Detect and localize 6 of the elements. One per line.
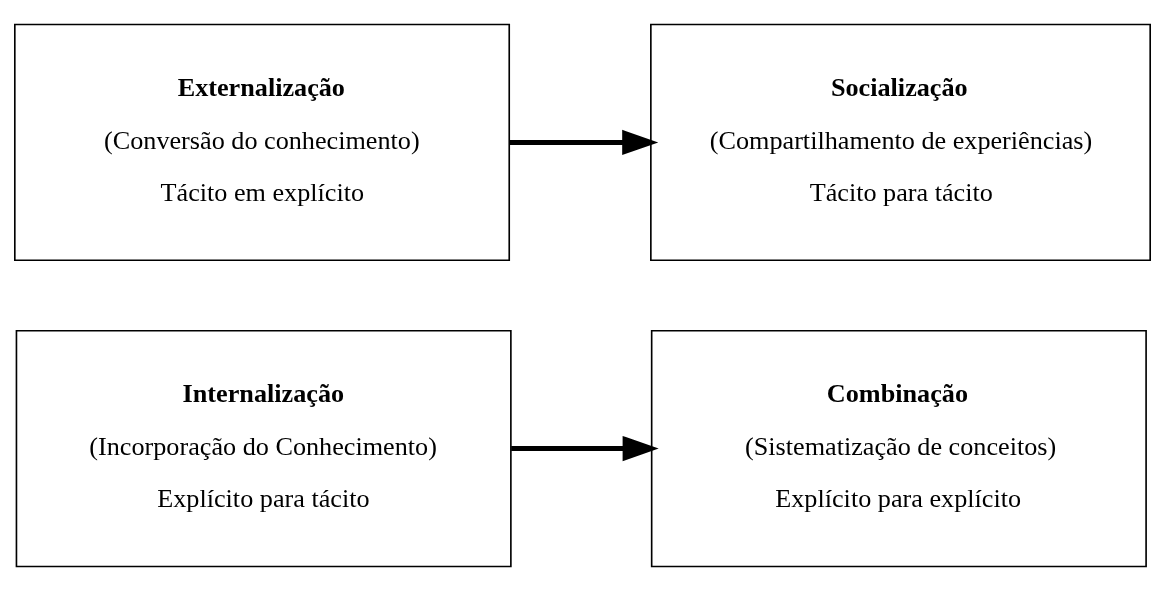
node-box: Socialização (Compartilhamento de experiências) Tácito para tácito <box>650 23 1151 261</box>
arrow <box>509 129 659 155</box>
node-box: Externalização (Conversão do conhecimento) Tácito em explícito <box>14 23 511 261</box>
node-box: Internalização (Incorporação do Conhecimento) Explícito para tácito <box>15 329 512 567</box>
arrow <box>511 435 659 461</box>
node-box: Combinação (Sistematização de conceitos) Explícito para explícito <box>650 329 1147 567</box>
